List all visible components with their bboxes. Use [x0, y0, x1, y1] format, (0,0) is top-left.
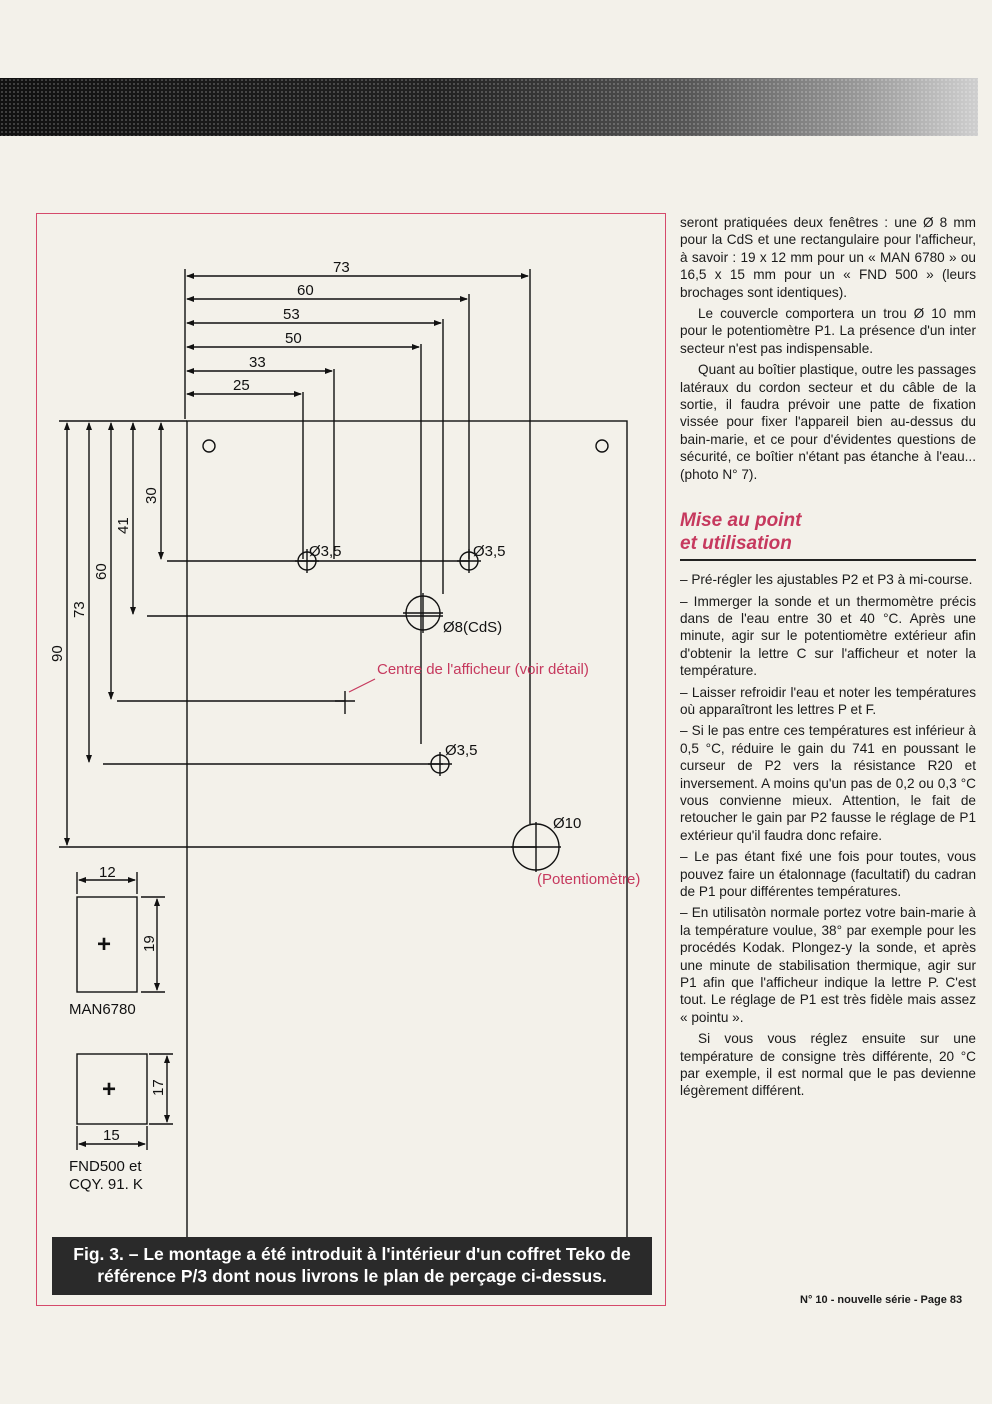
fnd-name-1: FND500 et: [69, 1158, 142, 1175]
heading-line-1: Mise au point: [680, 510, 802, 532]
pot-label: (Potentiomètre): [537, 871, 640, 888]
list-item-4: – Si le pas entre ces températures est i…: [680, 723, 976, 843]
list-item-3: – Laisser refroidir l'eau et noter les t…: [680, 684, 976, 717]
man6780-detail: [76, 896, 138, 993]
dim-25: 25: [233, 377, 250, 394]
drilling-plan-drawing: 73 60 53 50 33 25 90 73 60 41 30 Ø3,5 Ø3…: [49, 259, 640, 1267]
fnd-height: 17: [150, 1079, 167, 1096]
corner-hole-tl: [202, 439, 216, 453]
caption-line-1: Fig. 3. – Le montage a été introduit à l…: [73, 1244, 631, 1264]
man-name: MAN6780: [69, 1001, 136, 1018]
page-footer: N° 10 - nouvelle série - Page 83: [800, 1294, 963, 1306]
fnd-width: 15: [103, 1127, 120, 1144]
caption-line-2: référence P/3 dont nous livrons le plan …: [97, 1266, 607, 1286]
man-height: 19: [141, 935, 158, 952]
dim-41: 41: [115, 517, 132, 534]
hole-c-label: Ø3,5: [445, 742, 478, 759]
cds-label: Ø8(CdS): [443, 619, 502, 636]
box-outline: [186, 420, 628, 1267]
corner-hole-tr: [595, 439, 609, 453]
paragraph-2: Le couvercle comportera un trou Ø 10 mm …: [680, 306, 976, 356]
list-item-6: – En utilisatòn normale portez votre bai…: [680, 905, 976, 1025]
man-width: 12: [99, 864, 116, 881]
paragraph-3: Quant au boîtier plastique, outre les pa…: [680, 362, 976, 482]
list-item-2: – Immerger la sonde et un thermomètre pr…: [680, 593, 976, 679]
dim-73v: 73: [71, 601, 88, 618]
hole-a-label: Ø3,5: [309, 543, 342, 560]
dim-90: 90: [49, 645, 66, 662]
dim-30: 30: [143, 487, 160, 504]
list-item-1: – Pré-régler les ajustables P2 et P3 à m…: [680, 572, 973, 588]
paragraph-1: seront pratiquées deux fenêtres : une Ø …: [680, 215, 976, 300]
fnd-name-2: CQY. 91. K: [69, 1176, 143, 1193]
paragraph-4: Si vous vous réglez ensuite sur une temp…: [680, 1031, 976, 1099]
pot-hole-label: Ø10: [553, 815, 581, 832]
dim-53: 53: [283, 306, 300, 323]
drilling-plan-figure: 73 60 53 50 33 25 90 73 60 41 30 Ø3,5 Ø3…: [36, 213, 666, 1306]
dim-60: 60: [297, 282, 314, 299]
list-item-5: – Le pas étant fixé une fois pour toutes…: [680, 849, 976, 899]
man-plus: +: [97, 931, 111, 958]
dim-50: 50: [285, 330, 302, 347]
fnd-plus: +: [102, 1076, 116, 1103]
centre-label: Centre de l'afficheur (voir détail): [377, 661, 589, 678]
figure-caption: Fig. 3. – Le montage a été introduit à l…: [52, 1237, 652, 1295]
text-column: seront pratiquées deux fenêtres : une Ø …: [680, 214, 976, 1104]
fnd500-detail: [76, 1053, 148, 1125]
heading-line-2: et utilisation: [680, 533, 792, 555]
dim-33: 33: [249, 354, 266, 371]
hole-b-label: Ø3,5: [473, 543, 506, 560]
dim-73: 73: [333, 259, 350, 276]
header-band: [0, 78, 978, 136]
dim-60v: 60: [93, 563, 110, 580]
